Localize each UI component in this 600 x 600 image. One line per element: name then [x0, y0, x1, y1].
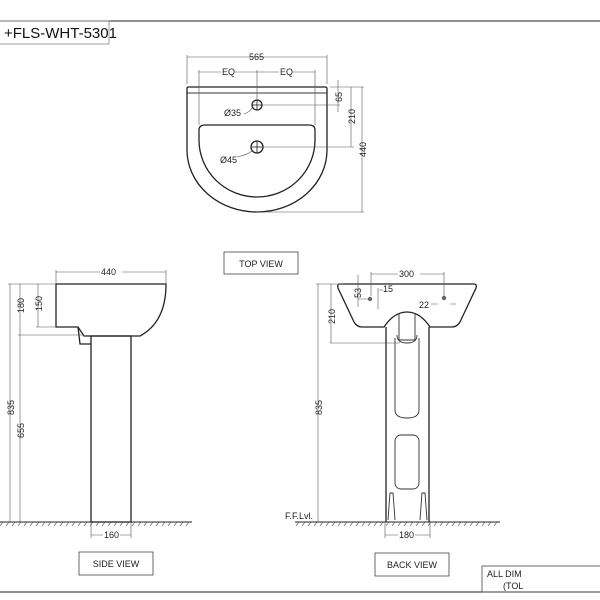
dim-440: 440 — [358, 142, 368, 157]
note-box — [481, 565, 600, 593]
back-dim-22: 22 — [419, 300, 429, 310]
dim-eq-right: EQ — [280, 67, 293, 77]
title-box — [0, 20, 110, 45]
side-dim-150: 150 — [34, 296, 44, 311]
back-view: 300 53 15 22 210 835 180 F.F.Lvl. — [285, 269, 500, 540]
dim-565: 565 — [249, 52, 264, 62]
note-line-2: (TOL — [503, 581, 523, 591]
dim-210: 210 — [347, 109, 357, 124]
top-view-label: TOP VIEW — [239, 259, 283, 269]
top-view-label-box — [223, 251, 299, 275]
back-dim-300: 300 — [399, 269, 414, 279]
side-dim-835: 835 — [6, 400, 16, 415]
back-dim-180: 180 — [399, 530, 414, 540]
back-view-label-box — [374, 552, 450, 577]
back-view-label: BACK VIEW — [387, 560, 438, 570]
side-dim-180: 180 — [16, 298, 26, 313]
side-view: 440 180 150 835 655 160 — [0, 267, 192, 540]
note-line-1: ALL DIM — [487, 569, 522, 579]
back-dim-835: 835 — [314, 400, 324, 415]
back-dim-15: 15 — [383, 284, 393, 294]
dim-65: 65 — [334, 92, 344, 102]
top-view: 565 EQ EQ Ø35 Ø45 65 210 440 — [186, 52, 368, 213]
side-dim-160: 160 — [104, 530, 119, 540]
tap-hole-label: Ø35 — [224, 108, 241, 118]
side-view-label-box — [78, 551, 154, 576]
side-view-label: SIDE VIEW — [93, 559, 140, 569]
side-dim-440: 440 — [101, 267, 116, 277]
model-title: +FLS-WHT-5301 — [4, 25, 117, 42]
side-dim-655: 655 — [16, 423, 26, 438]
back-dim-53: 53 — [353, 288, 363, 298]
back-dim-210: 210 — [327, 309, 337, 324]
floor-level-label: F.F.Lvl. — [285, 511, 313, 521]
dim-eq-left: EQ — [222, 67, 235, 77]
waste-hole-label: Ø45 — [220, 155, 237, 165]
